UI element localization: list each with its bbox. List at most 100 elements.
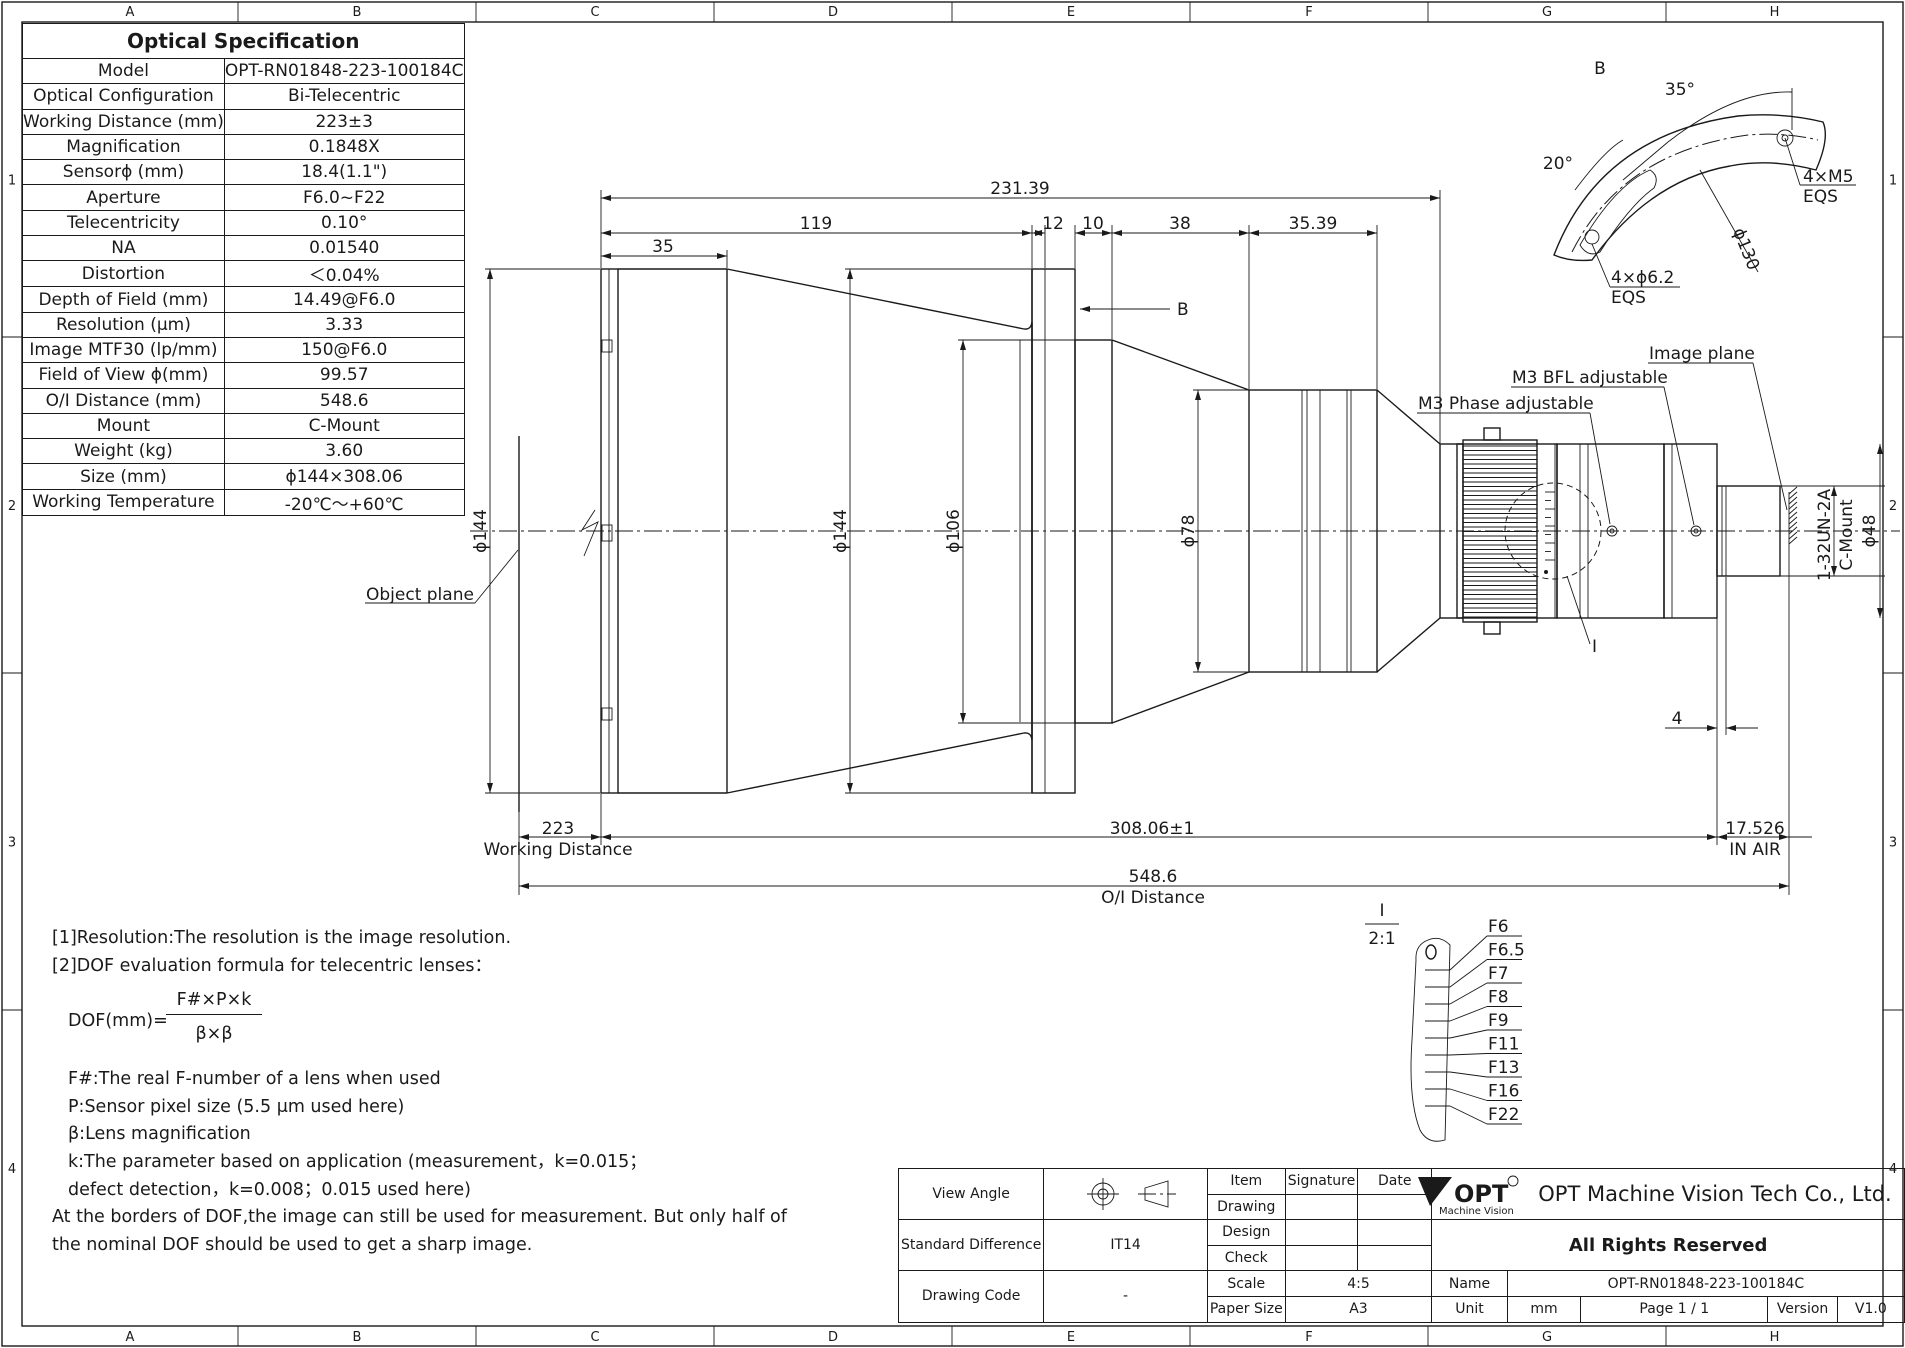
grid-row-label: 3: [8, 836, 16, 851]
std-diff-value: IT14: [1043, 1219, 1208, 1272]
spec-label: Image MTF30 (lp/mm): [22, 336, 225, 364]
version-value: V1.0: [1836, 1295, 1905, 1323]
spec-label: Working Temperature: [22, 488, 225, 516]
grid-col-label: H: [1770, 1330, 1780, 1345]
aperture-stop-label: F16: [1488, 1082, 1519, 1102]
view-angle-label: View Angle: [897, 1167, 1045, 1221]
spec-row: Distortion＜0.04%: [22, 260, 465, 288]
dim-phi144-front: ϕ144: [471, 509, 491, 553]
spec-value: 0.1848X: [223, 133, 465, 161]
company-name: OPT Machine Vision Tech Co., Ltd.: [1538, 1182, 1892, 1207]
aperture-scale-ticks: [1544, 491, 1555, 574]
spec-value: 0.01540: [223, 235, 465, 262]
spec-row: Image MTF30 (lp/mm)150@F6.0: [22, 336, 465, 364]
note-2: [2]DOF evaluation formula for telecentri…: [52, 955, 493, 976]
dim-4: 4: [1672, 709, 1683, 729]
dim-231: 231.39: [990, 179, 1049, 199]
dim-38: 38: [1169, 214, 1191, 234]
aperture-stop-label: F13: [1488, 1058, 1519, 1078]
note-1: [1]Resolution:The resolution is the imag…: [52, 928, 512, 948]
grid-col-label: D: [828, 1330, 838, 1345]
spec-value: ϕ144×308.06: [223, 463, 465, 490]
paper-size-label: Paper Size: [1206, 1295, 1286, 1323]
view-b-title: B: [1594, 59, 1606, 79]
dim-phi144-mid: ϕ144: [831, 509, 851, 553]
grid-row-label: 2: [1889, 499, 1897, 514]
aperture-stop-label: F6.5: [1488, 941, 1525, 961]
detail-i-title: I: [1379, 901, 1384, 921]
detail-scale: 2:1: [1368, 929, 1395, 949]
spec-value: 223±3: [223, 108, 465, 135]
spec-row: Weight (kg)3.60: [22, 438, 465, 465]
drawing-code-label: Drawing Code: [897, 1270, 1045, 1323]
object-plane-label: Object plane: [366, 585, 474, 605]
dim-12: 12: [1042, 214, 1064, 234]
aperture-stop-label: F7: [1488, 964, 1509, 984]
spec-label: Telecentricity: [22, 209, 225, 237]
name-value: OPT-RN01848-223-100184C: [1506, 1270, 1905, 1297]
grid-col-label: B: [353, 5, 362, 20]
inner-frame: [21, 21, 1884, 1327]
dim-phi48: ϕ48: [1860, 515, 1880, 548]
grid-row-label: 4: [8, 1162, 16, 1177]
view-b: B 35° 20° ϕ130 4×M5 EQS 4×ϕ6.2 EQS: [1543, 59, 1856, 308]
spec-label: O/I Distance (mm): [22, 387, 225, 414]
dim-548: 548.6: [1129, 867, 1178, 887]
item-header: Item: [1206, 1168, 1286, 1195]
check-label: Check: [1206, 1244, 1286, 1272]
spec-value: 3.60: [223, 438, 465, 465]
unit-value: mm: [1506, 1295, 1582, 1323]
thread-spec: 1-32UN-2A: [1815, 488, 1835, 581]
spec-label: Size (mm): [22, 463, 225, 490]
scale-value: 4:5: [1284, 1270, 1433, 1297]
dimensions: 231.39 119 35 12 10 38 35.39 B ϕ144 ϕ144…: [471, 179, 1885, 908]
image-plane-hatch: [1788, 486, 1798, 545]
aperture-stop-label: F11: [1488, 1035, 1519, 1055]
view-b-phi130: ϕ130: [1728, 225, 1763, 273]
grid-col-label: B: [353, 1330, 362, 1345]
spec-label: Working Distance (mm): [22, 108, 225, 135]
grid-col-label: C: [590, 5, 599, 20]
dim-35-39: 35.39: [1289, 214, 1338, 234]
grid-row-label: 1: [1889, 174, 1897, 189]
grid-row-label: 3: [1889, 836, 1897, 851]
spec-value: 150@F6.0: [223, 336, 465, 364]
aperture-stop-label: F22: [1488, 1105, 1519, 1125]
spec-label: Sensorϕ (mm): [22, 159, 225, 186]
spec-row: Working Distance (mm)223±3: [22, 108, 465, 135]
spec-row: Depth of Field (mm)14.49@F6.0: [22, 286, 465, 313]
dim-10: 10: [1082, 214, 1104, 234]
formula-lhs: DOF(mm)=: [68, 1011, 168, 1031]
dim-phi106: ϕ106: [944, 509, 964, 553]
view-angle-symbol-cell: [1043, 1167, 1208, 1221]
aperture-stop-label: F6: [1488, 917, 1509, 937]
design-label: Design: [1206, 1219, 1286, 1246]
phase-adjust-label: M3 Phase adjustable: [1418, 394, 1594, 414]
spec-label: Distortion: [22, 260, 225, 288]
spec-value: 18.4(1.1"): [223, 159, 465, 186]
aperture-stop-label: F8: [1488, 988, 1509, 1008]
spec-label: Resolution (μm): [22, 311, 225, 338]
spec-row: Working Temperature-20℃～+60℃: [22, 488, 465, 516]
holes-m5: 4×M5: [1803, 167, 1854, 187]
grid-col-label: A: [126, 5, 135, 20]
leaders: Object plane Image plane M3 BFL adjustab…: [365, 344, 1788, 657]
note-k2: defect detection，k=0.008；0.015 used here…: [68, 1179, 471, 1200]
grid-col-label: G: [1542, 5, 1552, 20]
image-plane-label: Image plane: [1649, 344, 1755, 364]
dim-119: 119: [800, 214, 832, 234]
angle-20: 20°: [1543, 154, 1573, 174]
name-label: Name: [1431, 1270, 1508, 1297]
spec-row: Field of View ϕ(mm)99.57: [22, 362, 465, 389]
spec-row: Resolution (μm)3.33: [22, 311, 465, 338]
grid-col-label: A: [126, 1330, 135, 1345]
spec-label: Mount: [22, 412, 225, 440]
spec-value: Bi-Telecentric: [223, 83, 465, 110]
grid-col-label: G: [1542, 1330, 1552, 1345]
